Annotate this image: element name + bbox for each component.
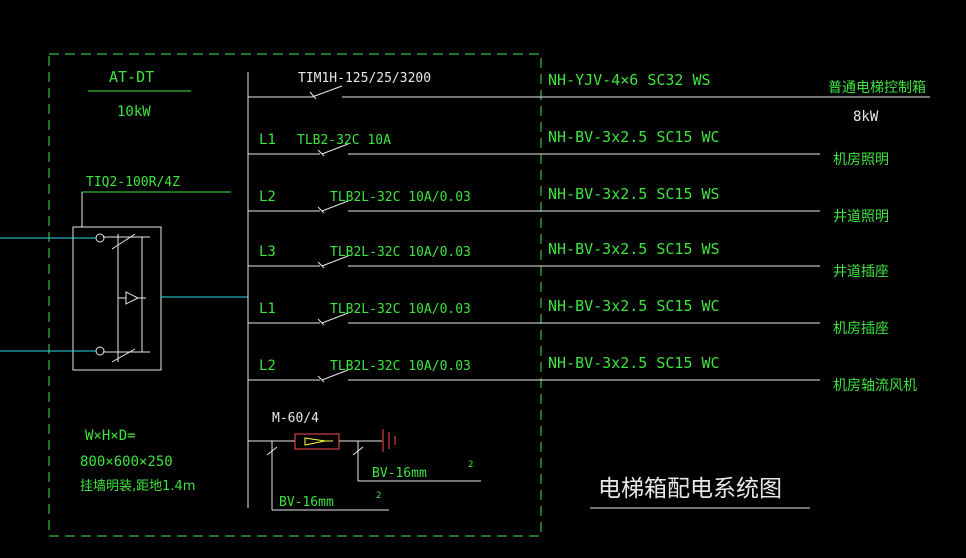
circuit-5-switch-blade (321, 312, 349, 324)
ats-contact-top-blade (111, 233, 136, 250)
circuit-2-switch-mark (317, 149, 325, 157)
circuit-2-phase: L1 (259, 132, 276, 148)
circuit-6-phase: L2 (259, 358, 276, 374)
circuit-2-load: 机房照明 (833, 152, 889, 168)
circuit-2-breaker: TLB2-32C 10A (297, 133, 391, 148)
ground-wire-exponent: 2 (468, 460, 473, 470)
circuit-4-switch-mark (317, 261, 325, 269)
circuit-1-switch-blade (311, 85, 343, 98)
circuit-4-switch-blade (321, 255, 349, 267)
circuit-5-switch-mark (317, 318, 325, 326)
ground-wire-label: BV-16mm (372, 466, 427, 481)
circuit-4-load: 井道插座 (833, 264, 889, 280)
circuit-3-load: 井道照明 (833, 209, 889, 225)
circuit-6-switch-mark (317, 375, 325, 383)
drawing-title: 电梯箱配电系统图 (598, 476, 782, 502)
spd-arrow (304, 437, 333, 446)
circuit-1-breaker: TIM1H-125/25/3200 (298, 71, 431, 86)
pe-tick (266, 446, 278, 456)
pe-wire-label: BV-16mm (279, 495, 334, 510)
circuit-1-cable: NH-YJV-4×6 SC32 WS (548, 71, 711, 89)
circuit-3-cable: NH-BV-3x2.5 SC15 WS (548, 185, 720, 203)
circuit-6-cable: NH-BV-3x2.5 SC15 WC (548, 354, 720, 372)
ats-contact-bottom-blade (111, 348, 136, 363)
dims-value: 800×600×250 (80, 454, 173, 470)
ground-icon (382, 429, 396, 452)
dims-label: W×H×D= (85, 428, 136, 444)
circuit-5-phase: L1 (259, 301, 276, 317)
circuit-4-breaker: TLB2L-32C 10A/0.03 (330, 245, 471, 260)
panel-name: AT-DT (109, 68, 154, 86)
circuit-3-switch-blade (321, 200, 349, 212)
panel-power: 10kW (117, 104, 151, 120)
ats-terminal-bottom (95, 346, 105, 356)
circuit-5-load: 机房插座 (833, 321, 889, 337)
circuit-1-switch-mark (309, 91, 317, 100)
circuit-1-load: 普通电梯控制箱 (828, 80, 926, 96)
circuit-6-breaker: TLB2L-32C 10A/0.03 (330, 359, 471, 374)
branch-circuits: TIM1H-125/25/3200 NH-YJV-4×6 SC32 WS 普通电梯控… (248, 71, 930, 394)
circuit-3-phase: L2 (259, 189, 276, 205)
circuit-5-cable: NH-BV-3x2.5 SC15 WC (548, 297, 720, 315)
circuit-2-switch-blade (321, 143, 349, 155)
spd-label: M-60/4 (272, 411, 319, 426)
circuit-4-cable: NH-BV-3x2.5 SC15 WS (548, 240, 720, 258)
circuit-4-phase: L3 (259, 244, 276, 260)
circuit-1-load-power: 8kW (853, 109, 879, 125)
spd-ground-tick (352, 446, 364, 456)
circuit-6-switch-blade (321, 369, 349, 381)
ats-terminal-top (95, 233, 105, 243)
circuit-3-breaker: TLB2L-32C 10A/0.03 (330, 190, 471, 205)
mount-note: 挂墙明装,距地1.4m (80, 479, 195, 494)
pe-wire-exponent: 2 (376, 491, 381, 501)
circuit-2-cable: NH-BV-3x2.5 SC15 WC (548, 128, 720, 146)
ats-label: TIQ2-100R/4Z (86, 175, 180, 190)
circuit-3-switch-mark (317, 206, 325, 214)
circuit-6-load: 机房轴流风机 (833, 378, 917, 394)
ats-switch-box (72, 226, 162, 371)
ats-actuator-arrow (118, 291, 140, 305)
circuit-5-breaker: TLB2L-32C 10A/0.03 (330, 302, 471, 317)
panel-enclosure (48, 53, 542, 537)
